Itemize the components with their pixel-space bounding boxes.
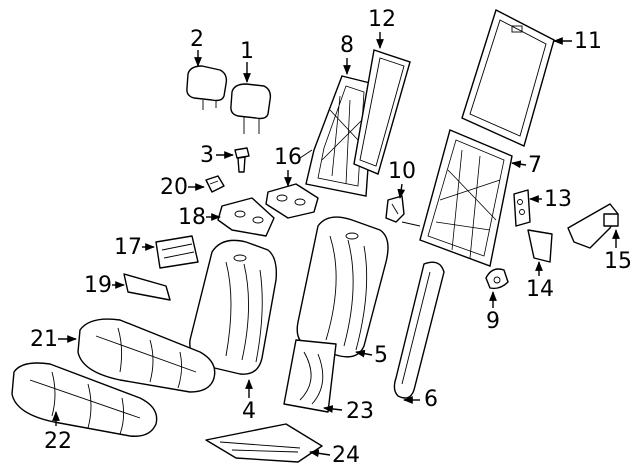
leader-7 [511, 160, 527, 169]
callout-2: 2 [190, 27, 204, 52]
callout-1: 1 [240, 39, 254, 64]
panel-part[interactable] [353, 49, 411, 175]
callout-4: 4 [242, 399, 256, 424]
latch-part[interactable] [567, 203, 619, 249]
backrest-cushion-right-part[interactable] [296, 216, 389, 358]
backrest-frame-right-part[interactable] [401, 129, 513, 267]
callout-8: 8 [340, 33, 354, 58]
callout-23: 23 [346, 399, 374, 424]
support-bracket-part[interactable] [527, 229, 553, 263]
callout-17: 17 [114, 235, 142, 260]
callout-9: 9 [486, 309, 500, 334]
callout-20: 20 [160, 175, 188, 200]
clip-part[interactable] [205, 175, 225, 193]
floor-pad-part[interactable] [205, 423, 323, 463]
callout-12: 12 [368, 7, 396, 32]
callout-16: 16 [274, 145, 302, 170]
leader-24 [309, 449, 331, 458]
headrest-left-part[interactable] [186, 65, 228, 110]
side-bolster-part[interactable] [393, 261, 445, 399]
trim-plate-part[interactable] [217, 197, 275, 237]
callout-13: 13 [544, 187, 572, 212]
callout-24: 24 [332, 443, 360, 468]
top-cover-part[interactable] [265, 183, 319, 219]
callout-7: 7 [528, 153, 542, 178]
callout-10: 10 [388, 159, 416, 184]
callout-19: 19 [84, 273, 112, 298]
callout-18: 18 [178, 205, 206, 230]
callout-11: 11 [574, 29, 602, 54]
large-panel-part[interactable] [461, 8, 555, 147]
seat-cover-part[interactable] [11, 362, 158, 437]
callout-6: 6 [424, 387, 438, 412]
callout-5: 5 [374, 343, 388, 368]
callout-21: 21 [30, 327, 58, 352]
callout-14: 14 [526, 277, 554, 302]
knob-part[interactable] [485, 268, 509, 290]
seat-cushion-part[interactable] [77, 318, 216, 393]
leader-23 [323, 405, 343, 413]
leader-5 [355, 349, 373, 358]
small-bracket-part[interactable] [385, 195, 405, 223]
callout-22: 22 [44, 429, 72, 454]
callout-3: 3 [200, 143, 214, 168]
foam-part[interactable] [283, 339, 337, 413]
headrest-right-part[interactable] [230, 83, 272, 134]
leader-10 [397, 183, 406, 199]
bolt-part[interactable] [234, 147, 250, 173]
pad-part[interactable] [123, 273, 171, 301]
callout-15: 15 [604, 249, 632, 274]
bracket-part[interactable] [155, 235, 199, 269]
hinge-plate-part[interactable] [513, 189, 531, 227]
